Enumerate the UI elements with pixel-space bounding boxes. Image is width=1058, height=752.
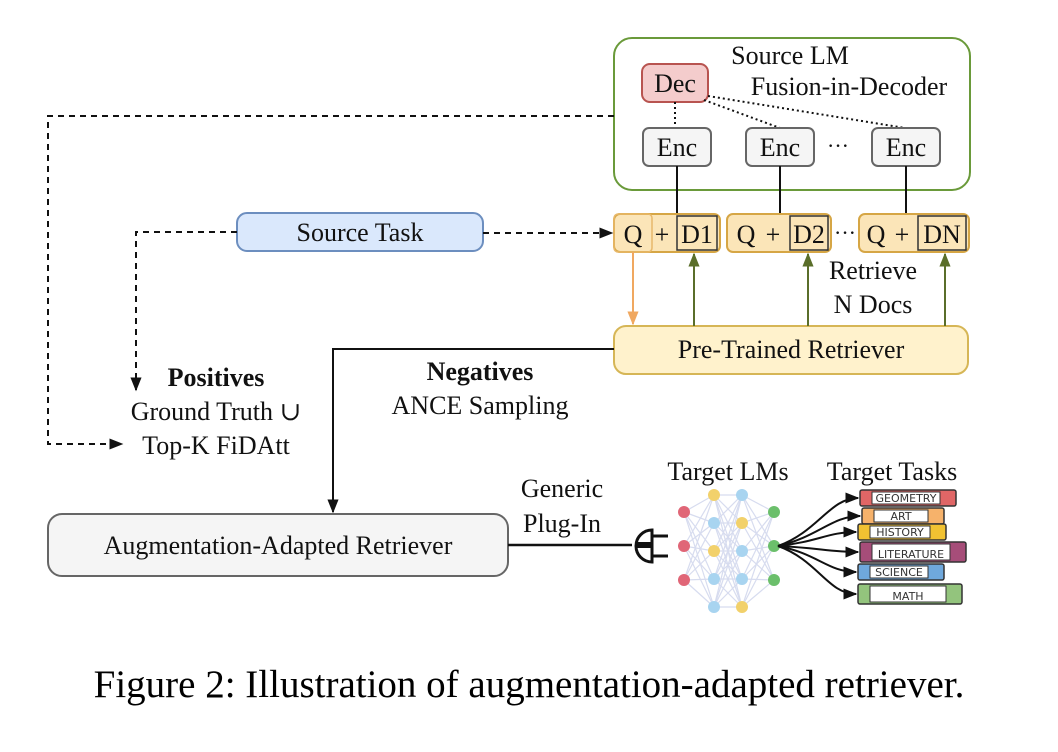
fidatt-feedback-arrow — [47, 115, 614, 450]
qd2-q: Q — [737, 220, 756, 249]
source-lm-title: Source LM — [731, 41, 849, 70]
qd1-q: Q — [624, 220, 643, 249]
book-label: LITERATURE — [878, 548, 944, 561]
pretrained-retriever-label: Pre-Trained Retriever — [678, 335, 905, 364]
book-math: MATH — [857, 583, 963, 605]
book-history: HISTORY — [857, 523, 947, 541]
target-lms-label: Target LMs — [667, 457, 788, 486]
encoder-1-label: Enc — [657, 133, 697, 162]
qd2-doc: D2 — [793, 220, 825, 249]
book-art: ART — [861, 507, 945, 525]
books-stack-icon: GEOMETRY ART HISTORY LITERATURE SCIENCE MATH — [857, 489, 967, 605]
book-label: MATH — [892, 590, 923, 603]
encoder-n-label: Enc — [886, 133, 926, 162]
plug-icon — [634, 528, 668, 564]
source-task-to-positives-arrow — [130, 231, 237, 392]
decoder-label: Dec — [654, 69, 696, 98]
encoder-ellipsis: ··· — [827, 133, 849, 158]
encoder-2-label: Enc — [760, 133, 800, 162]
target-tasks-label: Target Tasks — [827, 457, 957, 486]
positives-title: Positives — [168, 363, 265, 392]
qdn-box — [858, 213, 970, 253]
negatives-line1: ANCE Sampling — [392, 391, 569, 420]
book-science: SCIENCE — [857, 563, 945, 581]
figure-caption: Figure 2: Illustration of augmentation-a… — [93, 663, 965, 706]
qdn-q: Q — [867, 220, 886, 249]
book-label: GEOMETRY — [876, 492, 937, 505]
qd2-plus: + — [766, 220, 781, 249]
neural-network-icon — [678, 489, 780, 613]
negatives-arrow — [327, 348, 614, 514]
fanout-arrows — [777, 492, 862, 600]
book-literature: LITERATURE — [859, 541, 967, 563]
plugin-line2: Plug-In — [523, 509, 601, 538]
book-label: SCIENCE — [875, 566, 923, 579]
book-geometry: GEOMETRY — [859, 489, 957, 507]
negatives-title: Negatives — [427, 357, 534, 386]
source-task-label: Source Task — [297, 218, 424, 247]
qdn-doc: DN — [923, 220, 961, 249]
retrieve-line2: N Docs — [834, 290, 913, 319]
plugin-line1: Generic — [521, 474, 603, 503]
positives-line2: Top-K FiDAtt — [142, 431, 290, 460]
positives-line1: Ground Truth ∪ — [131, 397, 302, 426]
book-label: ART — [890, 510, 911, 523]
qdn-plus: + — [895, 220, 910, 249]
qd1-doc: D1 — [681, 220, 713, 249]
qd1-plus: + — [655, 220, 670, 249]
qd-ellipsis: ··· — [834, 220, 856, 245]
fid-label: Fusion-in-Decoder — [751, 72, 948, 101]
diagram: Source LM Dec Fusion-in-Decoder Enc Enc … — [47, 37, 971, 613]
qd2-box — [726, 213, 832, 253]
book-label: HISTORY — [876, 526, 924, 539]
aar-label: Augmentation-Adapted Retriever — [104, 531, 453, 560]
retrieve-line1: Retrieve — [829, 256, 917, 285]
